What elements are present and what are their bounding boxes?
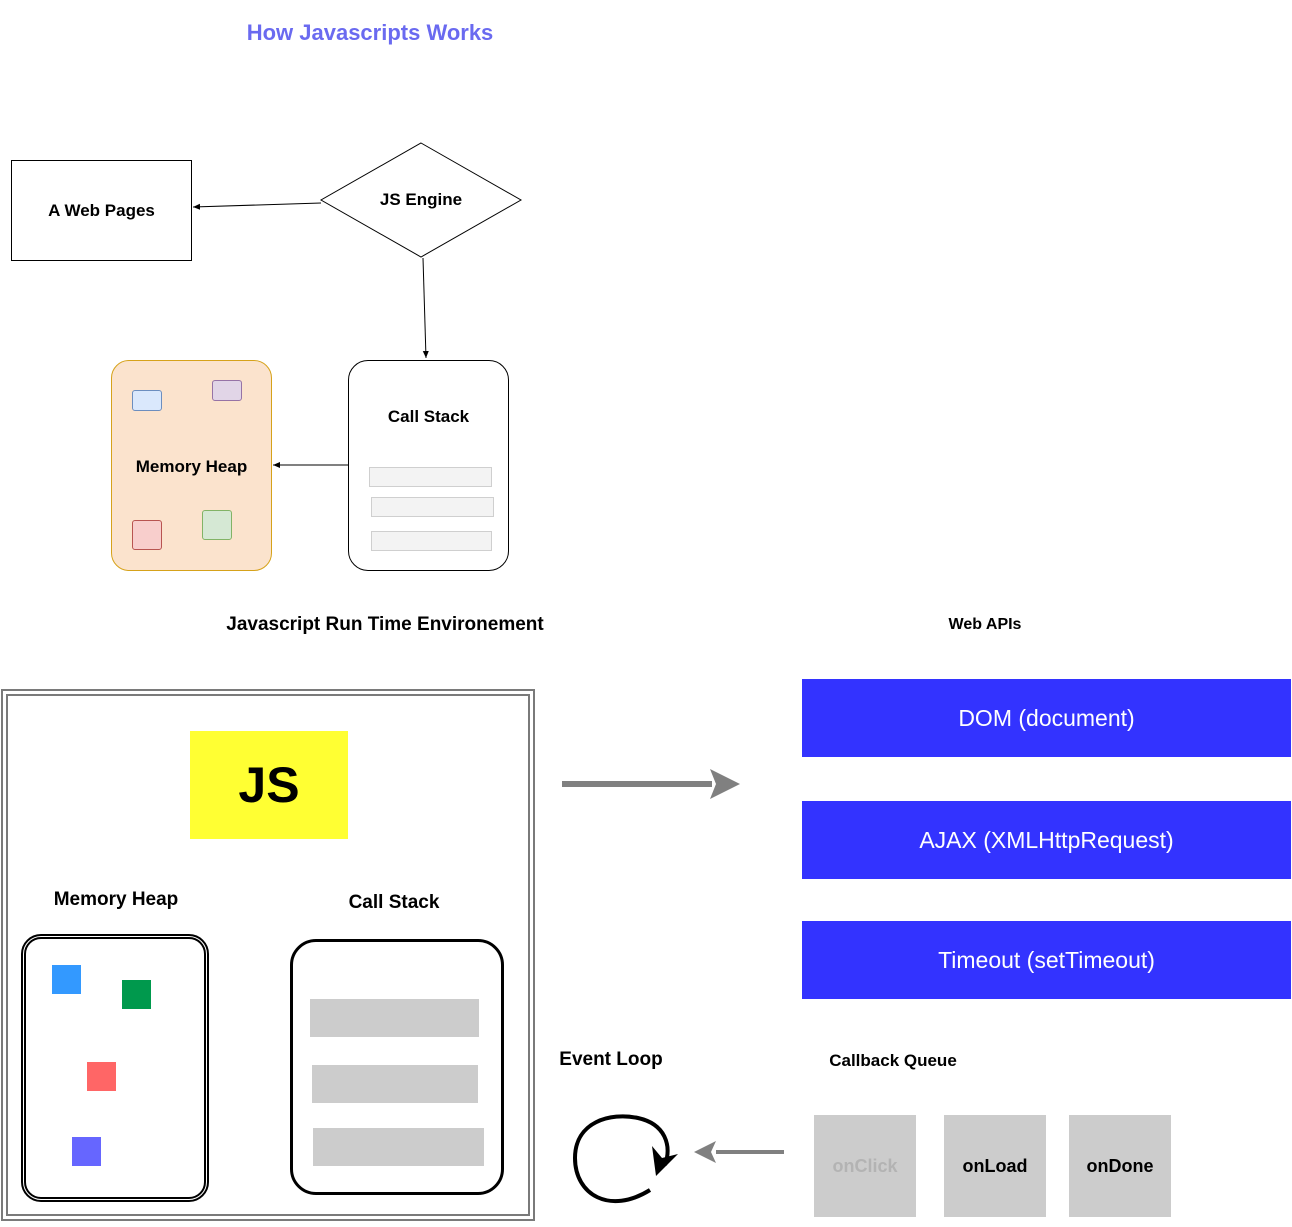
heap-chip-green	[202, 510, 232, 540]
stack-frame	[310, 999, 479, 1037]
runtime-outer-frame	[1, 689, 535, 1221]
page-title: How Javascripts Works	[246, 20, 494, 45]
stack-frame	[312, 1065, 478, 1103]
heap-chip-red	[132, 520, 162, 550]
arrow-engine-to-webpages	[192, 202, 322, 210]
memory-heap-bottom-label: Memory Heap	[53, 889, 179, 910]
stack-frame	[313, 1128, 484, 1166]
call-stack-bottom	[290, 939, 504, 1195]
stack-frame	[369, 467, 492, 487]
callback-queue-label: Callback Queue	[829, 1051, 957, 1070]
arrow-engine-to-callstack	[422, 257, 429, 359]
arrow-runtime-to-webapis-head	[710, 769, 740, 799]
web-pages-box: A Web Pages	[11, 160, 192, 261]
arrow-queue-to-loop-head	[694, 1141, 716, 1163]
memory-heap-top: Memory Heap	[111, 360, 272, 571]
js-engine-label: JS Engine	[379, 190, 463, 209]
memory-heap-top-label: Memory Heap	[135, 457, 248, 476]
heap-chip-blue	[132, 390, 162, 411]
heap-block-blue	[52, 965, 81, 994]
heap-block-green	[122, 980, 151, 1009]
js-logo: JS	[190, 731, 348, 839]
heap-block-violet	[72, 1137, 101, 1166]
queue-item-ondone: onDone	[1069, 1115, 1171, 1217]
stack-frame	[371, 531, 492, 551]
web-pages-label: A Web Pages	[48, 200, 155, 220]
web-apis-title: Web APIs	[948, 616, 1022, 633]
call-stack-top: Call Stack	[348, 360, 509, 571]
web-api-timeout: Timeout (setTimeout)	[802, 921, 1291, 999]
event-loop-arrowhead	[652, 1146, 678, 1176]
event-loop-icon	[572, 1114, 670, 1204]
stack-frame	[371, 497, 494, 517]
heap-chip-purple	[212, 380, 242, 401]
call-stack-top-label: Call Stack	[387, 407, 470, 426]
call-stack-bottom-label: Call Stack	[348, 892, 440, 913]
heap-block-red	[87, 1062, 116, 1091]
queue-item-onload: onLoad	[944, 1115, 1046, 1217]
runtime-inner-frame	[6, 694, 530, 1216]
event-loop-label: Event Loop	[559, 1049, 663, 1070]
web-api-ajax: AJAX (XMLHttpRequest)	[802, 801, 1291, 879]
queue-item-onclick: onClick	[814, 1115, 916, 1217]
runtime-title: Javascript Run Time Environement	[226, 614, 544, 635]
memory-heap-bottom	[21, 934, 209, 1202]
web-api-dom: DOM (document)	[802, 679, 1291, 757]
js-engine-diamond	[319, 142, 523, 258]
